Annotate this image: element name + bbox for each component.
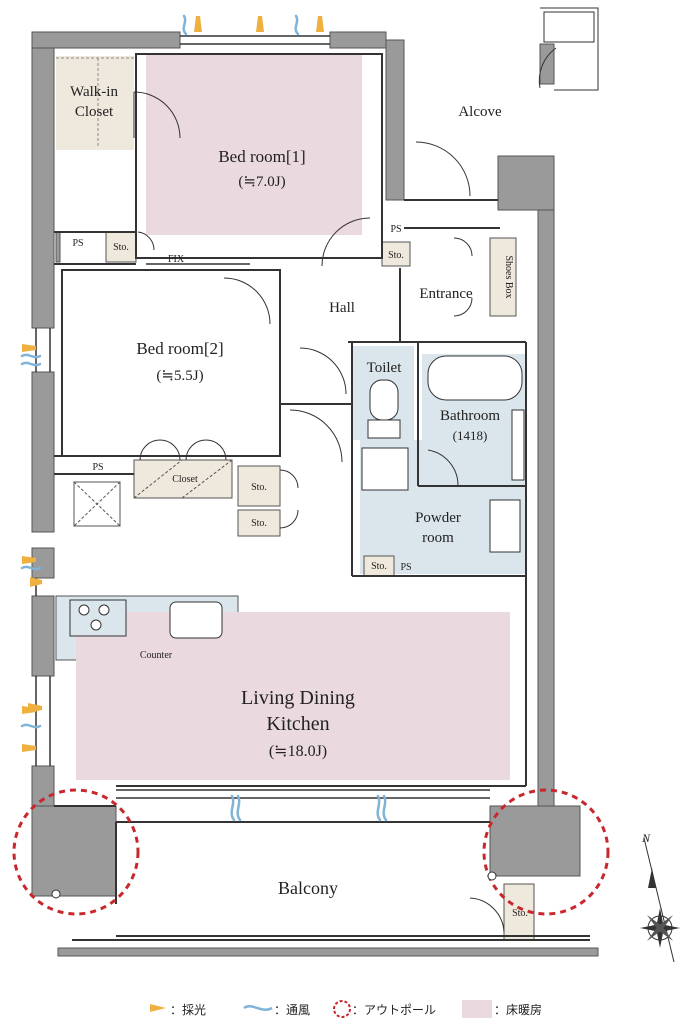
counter-label: Counter	[140, 650, 173, 661]
ldk-heating-notch	[76, 660, 272, 670]
legend-outpole-label: ：アウトポール	[352, 1003, 436, 1017]
fixtures	[361, 355, 525, 553]
ldk-heating-area	[76, 612, 510, 780]
sto-label-3: Sto.	[251, 482, 267, 493]
walkin-closet-label-1: Walk-in	[70, 84, 118, 100]
legend-ventilation-icon	[243, 1005, 273, 1011]
walkin-closet-label-2: Closet	[75, 104, 114, 120]
entrance-label: Entrance	[419, 286, 473, 302]
fix-label: FIX	[168, 254, 185, 265]
bedroom2-label: Bed room[2]	[136, 339, 223, 358]
sink	[169, 601, 223, 639]
legend-floor-heating-icon	[462, 1000, 492, 1018]
legend-ventilation-label: ：通風	[274, 1003, 310, 1017]
closet-floor	[133, 459, 233, 499]
daylight-markers	[22, 16, 324, 752]
sto-label-2: Sto.	[388, 250, 404, 261]
ps-label-2: PS	[390, 224, 401, 235]
bedroom2-size: (≒5.5J)	[156, 368, 203, 384]
balcony-label: Balcony	[278, 878, 338, 898]
sto-label-1: Sto.	[113, 242, 129, 253]
hall-label: Hall	[329, 300, 355, 316]
storage-sto-2	[381, 241, 411, 267]
post-right	[487, 871, 497, 881]
exterior-doors	[538, 7, 599, 91]
storage-sto-3	[237, 465, 281, 507]
bedroom1-label: Bed room[1]	[218, 147, 305, 166]
ldk-label-1: Living Dining	[241, 687, 355, 709]
sto-label-6: Sto.	[512, 908, 528, 919]
powder-room-label-1: Powder	[415, 510, 461, 526]
legend: ：採光 ：通風 ：アウトポール ：床暖房	[150, 1000, 542, 1018]
legend-daylight-label: ：採光	[170, 1003, 206, 1017]
wic-hatch	[56, 57, 134, 148]
ldk-size: (≒18.0J)	[269, 743, 327, 760]
legend-outpole-icon	[333, 1000, 351, 1018]
compass-icon	[640, 837, 680, 963]
bathroom-label: Bathroom	[440, 408, 500, 424]
sto-label-4: Sto.	[251, 518, 267, 529]
sto-label-5: Sto.	[371, 561, 387, 572]
storage-sto-4	[237, 509, 281, 537]
ps-label-3: PS	[92, 462, 103, 473]
shoes-box-floor	[489, 237, 517, 317]
walkin-closet-floor	[56, 56, 134, 150]
compass-north-label: N	[641, 831, 651, 845]
outpole-right	[482, 788, 610, 916]
toilet-label: Toilet	[367, 360, 403, 376]
powder-room-label-2: room	[422, 530, 454, 546]
bathroom-size: (1418)	[453, 428, 488, 443]
legend-floor-heating-label: ：床暖房	[494, 1002, 542, 1017]
outpole-left	[12, 788, 140, 916]
closet-hatch	[133, 459, 233, 499]
pipe-space-box	[73, 481, 121, 527]
legend-daylight-icon	[150, 1004, 166, 1012]
ps-label-4: PS	[400, 562, 411, 573]
post-left	[51, 889, 61, 899]
bedroom1-heating-area	[146, 55, 362, 235]
door-swings	[133, 91, 505, 933]
ldk-label-2: Kitchen	[266, 713, 329, 735]
alcove-label: Alcove	[458, 104, 502, 120]
stove	[69, 599, 127, 637]
walls	[31, 31, 599, 957]
shoes-box-label: Shoes Box	[503, 255, 514, 298]
bedroom1-size: (≒7.0J)	[238, 174, 285, 190]
ps-label-1: PS	[72, 238, 83, 249]
closet-label: Closet	[172, 474, 198, 485]
ventilation-markers	[20, 14, 388, 822]
